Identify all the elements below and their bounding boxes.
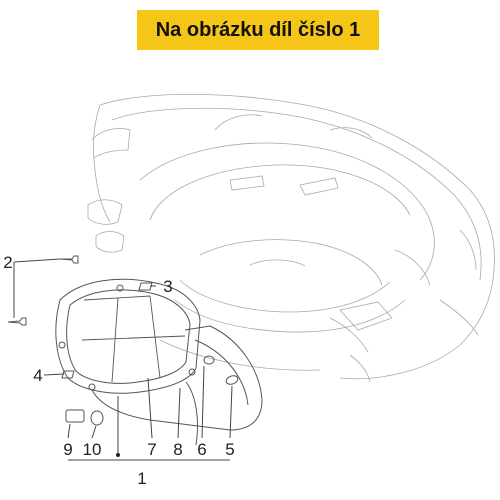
wiring-part-8 — [185, 381, 199, 446]
clip-part-3 — [138, 282, 153, 291]
callout-3: 3 — [163, 277, 172, 296]
callout-7: 7 — [147, 440, 156, 459]
mount-lug-bottom — [88, 383, 96, 391]
callout-10: 10 — [83, 440, 102, 459]
clip-part-4 — [61, 370, 75, 379]
mount-lug-right — [188, 368, 196, 376]
handlebar-cover-sketch — [87, 93, 495, 383]
callout-2: 2 — [3, 253, 12, 272]
cluster-back-plate — [91, 325, 263, 431]
screw-lower — [7, 317, 27, 326]
small-parts — [7, 255, 239, 446]
screw-upper — [59, 255, 79, 264]
mount-lug-top — [116, 284, 124, 292]
callout-9: 9 — [63, 440, 72, 459]
speedometer-cluster — [55, 278, 263, 431]
mount-lug-left — [58, 341, 66, 349]
callout-1: 1 — [137, 469, 146, 488]
bullet-point — [116, 453, 120, 457]
cluster-inner-rim — [66, 289, 191, 384]
bulb-socket-part-9 — [65, 409, 85, 423]
leader-lines — [13, 258, 233, 461]
callout-6: 6 — [197, 440, 206, 459]
part-number-banner: Na obrázku díl číslo 1 — [137, 10, 379, 50]
callout-5: 5 — [225, 440, 234, 459]
lamp-part-10 — [90, 410, 104, 426]
callout-labels: 1 2 3 4 5 6 7 8 9 10 — [3, 253, 234, 488]
bulb-part-5 — [225, 375, 239, 385]
callout-4: 4 — [33, 366, 42, 385]
cluster-glass-panels — [81, 295, 186, 383]
grommet-part-6 — [203, 355, 215, 365]
callout-8: 8 — [173, 440, 182, 459]
cluster-outer-housing — [55, 278, 201, 394]
banner-text: Na obrázku díl číslo 1 — [155, 18, 361, 41]
